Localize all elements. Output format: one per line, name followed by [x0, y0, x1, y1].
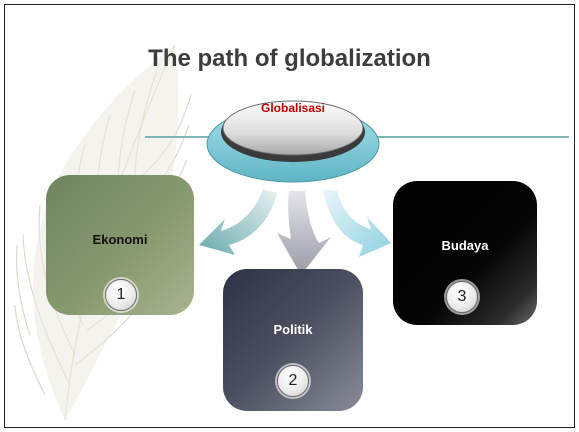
page-title: The path of globalization	[148, 45, 431, 72]
hub-label: Globalisasi	[260, 101, 326, 115]
node-budaya: Budaya 3	[393, 181, 537, 325]
node-label: Budaya	[441, 238, 489, 253]
arrow-down-icon	[277, 191, 331, 275]
slide: The path of globalization Globalisasi	[4, 4, 575, 428]
node-label: Politik	[273, 322, 313, 337]
node-number-badge: 2	[277, 365, 309, 397]
arrow-left-icon	[199, 189, 277, 255]
node-label: Ekonomi	[92, 232, 148, 247]
node-politik: Politik 2	[223, 269, 363, 411]
node-number-badge: 3	[446, 281, 478, 313]
node-ekonomi: Ekonomi 1	[46, 175, 194, 315]
hub-disc	[206, 100, 380, 183]
node-number-badge: 1	[105, 279, 137, 311]
flow-arrows	[199, 189, 391, 275]
arrow-right-icon	[323, 189, 391, 257]
